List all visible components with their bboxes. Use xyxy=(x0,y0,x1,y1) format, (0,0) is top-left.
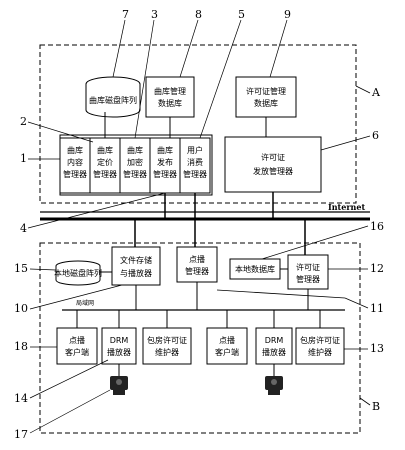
publish-mgr-line-3: 管理器 xyxy=(153,169,177,179)
vod-client-right-line-2: 客户端 xyxy=(215,347,239,357)
callout-2: 2 xyxy=(20,115,27,128)
vod-client-left-line-1: 点播 xyxy=(69,335,85,345)
publish-manager: 曲库 发布 管理器 xyxy=(149,137,181,194)
content-mgr-line-1: 曲库 xyxy=(67,145,83,155)
region-b-boundary xyxy=(39,242,361,434)
local-database: 本地数据库 xyxy=(229,258,281,280)
content-mgr-line-3: 管理器 xyxy=(63,169,87,179)
drm-player-left: DRM 播放器 xyxy=(101,327,137,365)
callout-6: 6 xyxy=(372,129,379,142)
callout-12: 12 xyxy=(370,262,384,275)
vod-mgr-line-1: 点播 xyxy=(189,254,205,264)
publish-mgr-line-1: 曲库 xyxy=(157,145,173,155)
music-db-line-1: 曲库管理 xyxy=(154,86,186,96)
license-issue-line-1: 许可证 xyxy=(261,152,285,162)
package-license-right: 包房许可证 维护器 xyxy=(295,327,345,365)
pricing-mgr-line-2: 定价 xyxy=(97,157,113,167)
pkg-license-left-line-2: 维护器 xyxy=(155,347,179,357)
callout-16: 16 xyxy=(370,220,384,233)
file-store-line-1: 文件存储 xyxy=(120,255,152,265)
pricing-mgr-line-1: 曲库 xyxy=(97,145,113,155)
license-db-line-1: 许可证管理 xyxy=(246,86,286,96)
music-disk-array: 曲库磁盘阵列 xyxy=(85,76,141,118)
speaker-right-icon xyxy=(265,364,283,395)
vod-mgr-line-2: 管理器 xyxy=(185,266,209,276)
publish-mgr-line-2: 发布 xyxy=(157,157,173,167)
license-manager: 许可证 管理器 xyxy=(287,254,329,290)
region-b-label: B xyxy=(372,400,380,413)
drm-player-left-line-1: DRM xyxy=(110,336,129,345)
encrypt-manager: 曲库 加密 管理器 xyxy=(119,137,151,194)
drm-player-right-line-2: 播放器 xyxy=(262,347,286,357)
callout-17: 17 xyxy=(14,428,28,441)
content-manager: 曲库 内容 管理器 xyxy=(59,137,91,194)
region-a-label: A xyxy=(371,86,381,99)
speaker-left-icon xyxy=(110,364,128,395)
pricing-manager: 曲库 定价 管理器 xyxy=(89,137,121,194)
license-db-line-2: 数据库 xyxy=(254,98,278,108)
callout-13: 13 xyxy=(370,342,384,355)
music-management-db: 曲库管理 数据库 xyxy=(145,76,195,118)
callout-18: 18 xyxy=(14,340,28,353)
callout-8: 8 xyxy=(195,8,202,21)
vod-client-right-line-1: 点播 xyxy=(219,335,235,345)
callout-7: 7 xyxy=(122,8,129,21)
license-mgr-line-1: 许可证 xyxy=(296,262,320,272)
vod-client-left: 点播 客户端 xyxy=(56,327,98,365)
consume-mgr-line-1: 用户 xyxy=(187,145,203,155)
local-db-label: 本地数据库 xyxy=(235,264,275,274)
pricing-mgr-line-3: 管理器 xyxy=(93,169,117,179)
license-issue-manager: 许可证 发放管理器 xyxy=(224,136,322,193)
callout-15: 15 xyxy=(14,262,28,275)
consume-mgr-line-3: 管理器 xyxy=(183,169,207,179)
license-issue-line-2: 发放管理器 xyxy=(253,166,293,176)
drm-player-right: DRM 播放器 xyxy=(255,327,293,365)
callout-4: 4 xyxy=(20,222,27,235)
callout-14: 14 xyxy=(14,392,28,405)
file-store-player: 文件存储 与播放器 xyxy=(111,246,161,286)
local-disk-array-label: 本地磁盘阵列 xyxy=(54,268,102,278)
callout-10: 10 xyxy=(14,302,28,315)
music-disk-array-label: 曲库磁盘阵列 xyxy=(89,95,137,105)
package-license-left: 包房许可证 维护器 xyxy=(142,327,192,365)
callout-5: 5 xyxy=(238,8,245,21)
local-disk-array: 本地磁盘阵列 xyxy=(54,260,102,286)
internet-label: Internet xyxy=(328,202,365,212)
pkg-license-right-line-2: 维护器 xyxy=(308,347,332,357)
pkg-license-left-line-1: 包房许可证 xyxy=(147,335,187,345)
file-store-line-2: 与播放器 xyxy=(120,268,152,278)
vod-manager: 点播 管理器 xyxy=(176,246,218,283)
region-a-boundary xyxy=(39,44,357,204)
callout-1: 1 xyxy=(20,152,27,165)
callout-9: 9 xyxy=(284,8,291,21)
encrypt-mgr-line-1: 曲库 xyxy=(127,145,143,155)
vod-client-left-line-2: 客户端 xyxy=(65,347,89,357)
consume-manager: 用户 消费 管理器 xyxy=(179,137,211,194)
callout-11: 11 xyxy=(370,302,384,315)
license-mgr-line-2: 管理器 xyxy=(296,274,320,284)
encrypt-mgr-line-3: 管理器 xyxy=(123,169,147,179)
callout-3: 3 xyxy=(151,8,158,21)
lan-label: 局域网 xyxy=(76,299,94,307)
license-management-db: 许可证管理 数据库 xyxy=(235,76,297,118)
drm-player-left-line-2: 播放器 xyxy=(107,347,131,357)
content-mgr-line-2: 内容 xyxy=(67,157,83,167)
vod-client-right: 点播 客户端 xyxy=(206,327,248,365)
consume-mgr-line-2: 消费 xyxy=(187,157,203,167)
encrypt-mgr-line-2: 加密 xyxy=(127,157,143,167)
pkg-license-right-line-1: 包房许可证 xyxy=(300,335,340,345)
drm-player-right-line-1: DRM xyxy=(265,336,284,345)
music-db-line-2: 数据库 xyxy=(158,98,182,108)
